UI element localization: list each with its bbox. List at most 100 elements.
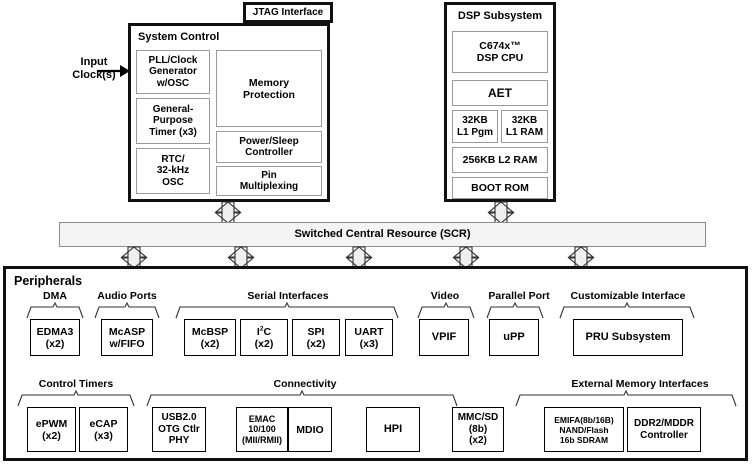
input-clock-line1: Input (80, 56, 108, 68)
epwm-label: ePWM (x2) (36, 418, 68, 442)
i2c-label: I2C (x2) (254, 325, 274, 350)
mmc-sd-block[interactable]: MMC/SD (8b) (x2) (452, 407, 504, 452)
pin-multiplexing-label: Pin Multiplexing (240, 170, 298, 193)
mmcsd-line2: (8b) (468, 423, 488, 435)
mcbsp-block[interactable]: McBSP (x2) (184, 319, 236, 356)
pll-clock-generator-block[interactable]: PLL/Clock Generator w/OSC (136, 50, 210, 94)
group-caption-connectivity: Connectivity (273, 378, 337, 390)
mcasp-label: McASP w/FIFO (109, 326, 145, 350)
system-control-title: System Control (138, 31, 220, 43)
mcasp-block[interactable]: McASP w/FIFO (101, 319, 153, 356)
group-caption-audio-ports: Audio Ports (97, 290, 157, 302)
pinmux-line1: Pin (261, 169, 277, 181)
upp-block[interactable]: uPP (489, 319, 539, 356)
brace-external-memory-interfaces-icon (515, 389, 737, 407)
spi-label: SPI (x2) (307, 326, 326, 350)
emifa-line2: NAND/Flash (559, 424, 609, 435)
uart-block[interactable]: UART (x3) (345, 319, 393, 356)
input-clock-arrow-icon (98, 65, 130, 77)
pll-line3: w/OSC (156, 77, 190, 89)
cpu-line1: C674x™ (479, 40, 521, 52)
spi-block[interactable]: SPI (x2) (292, 319, 340, 356)
mmcsd-line1: MMC/SD (457, 412, 499, 424)
power-sleep-controller-block[interactable]: Power/Sleep Controller (216, 131, 322, 163)
mdio-block[interactable]: MDIO (288, 407, 332, 452)
group-caption-customizable-interface: Customizable Interface (570, 290, 686, 302)
pin-multiplexing-block[interactable]: Pin Multiplexing (216, 166, 322, 196)
pwrsleep-line2: Controller (245, 147, 293, 158)
l1-ram-block[interactable]: 32KB L1 RAM (501, 110, 548, 143)
mcbsp-line1: McBSP (191, 325, 229, 338)
emifa-line1: EMIFA(8b/16B) (554, 414, 614, 425)
l2-ram-block[interactable]: 256KB L2 RAM (452, 147, 548, 173)
general-purpose-timer-label: General- Purpose Timer (x3) (149, 104, 197, 139)
ecap-line2: (x3) (94, 429, 113, 442)
uart-line2: (x3) (359, 337, 379, 350)
rtc-osc-label: RTC/ 32-kHz OSC (157, 154, 189, 189)
pll-clock-generator-label: PLL/Clock Generator w/OSC (149, 55, 198, 90)
uart-label: UART (x3) (354, 326, 383, 350)
mcasp-line1: McASP (108, 325, 146, 338)
switched-central-resource-bar[interactable]: Switched Central Resource (SCR) (59, 222, 706, 247)
emac-line3: (MII/RMII) (242, 434, 282, 445)
arrow-scr-to-peripherals-2-icon (227, 246, 255, 269)
pinmux-line2: Multiplexing (239, 181, 299, 192)
arrow-dsp-to-scr-icon (487, 201, 515, 224)
group-caption-control-timers: Control Timers (38, 378, 114, 390)
arrow-scr-to-peripherals-4-icon (452, 246, 480, 269)
arrow-scr-to-peripherals-3-icon (345, 246, 373, 269)
pll-line1: PLL/Clock (148, 54, 198, 66)
l1pgm-line1: 32KB (462, 115, 488, 126)
c674x-dsp-cpu-block[interactable]: C674x™ DSP CPU (452, 31, 548, 73)
edma3-line2: (x2) (45, 337, 65, 350)
mcbsp-label: McBSP (x2) (192, 326, 228, 350)
arrow-scr-to-peripherals-5-icon (567, 246, 595, 269)
brace-audio-ports-icon (94, 301, 160, 319)
brace-serial-interfaces-icon (175, 301, 399, 319)
group-caption-video: Video (430, 290, 460, 302)
spi-line1: SPI (307, 325, 325, 338)
emifa-block[interactable]: EMIFA(8b/16B) NAND/Flash 16b SDRAM (544, 407, 624, 452)
usb-otg-block[interactable]: USB2.0 OTG Ctlr PHY (152, 407, 206, 452)
rtc-osc-block[interactable]: RTC/ 32-kHz OSC (136, 148, 210, 194)
edma3-label: EDMA3 (x2) (37, 326, 74, 350)
scr-label: Switched Central Resource (SCR) (294, 228, 471, 241)
jtag-interface-box[interactable]: JTAG Interface (243, 2, 333, 23)
edma3-block[interactable]: EDMA3 (x2) (30, 319, 80, 356)
pru-subsystem-block[interactable]: PRU Subsystem (573, 319, 683, 356)
l1-pgm-label: 32KB L1 Pgm (457, 115, 493, 138)
usb-line3: PHY (168, 435, 190, 447)
gpt-line3: Timer (x3) (149, 126, 197, 138)
ecap-block[interactable]: eCAP (x3) (79, 407, 128, 452)
aet-block[interactable]: AET (452, 80, 548, 106)
ddr2-line1: DDR2/MDDR (634, 418, 694, 429)
usb-otg-label: USB2.0 OTG Ctlr PHY (158, 412, 200, 447)
emac-block[interactable]: EMAC 10/100 (MII/RMII) (236, 407, 288, 452)
l1ram-line1: 32KB (511, 115, 538, 126)
group-caption-serial-interfaces: Serial Interfaces (247, 290, 329, 302)
l1ram-line2: L1 RAM (505, 126, 544, 138)
i2c-block[interactable]: I2C (x2) (240, 319, 288, 356)
emac-line1: EMAC (248, 413, 276, 424)
i2c-line2: (x2) (254, 337, 274, 350)
memory-protection-block[interactable]: Memory Protection (216, 50, 322, 127)
l1-pgm-block[interactable]: 32KB L1 Pgm (452, 110, 498, 143)
ddr2-mddr-label: DDR2/MDDR Controller (634, 418, 694, 441)
emifa-line3: 16b SDRAM (559, 434, 609, 445)
brace-customizable-interface-icon (559, 301, 695, 319)
gpt-line2: Purpose (152, 115, 193, 127)
brace-control-timers-icon (17, 389, 135, 407)
peripherals-title: Peripherals (14, 274, 83, 288)
epwm-block[interactable]: ePWM (x2) (27, 407, 76, 452)
ddr2-mddr-controller-block[interactable]: DDR2/MDDR Controller (627, 407, 701, 452)
vpif-block[interactable]: VPIF (419, 319, 469, 356)
brace-parallel-port-icon (486, 301, 544, 319)
emac-line2: 10/100 (248, 424, 276, 435)
memprot-line1: Memory (248, 76, 290, 89)
mcbsp-line2: (x2) (200, 337, 220, 350)
general-purpose-timer-block[interactable]: General- Purpose Timer (x3) (136, 98, 210, 144)
hpi-block[interactable]: HPI (366, 407, 420, 452)
boot-rom-block[interactable]: BOOT ROM (452, 177, 548, 199)
l2-ram-label: 256KB L2 RAM (462, 154, 538, 166)
